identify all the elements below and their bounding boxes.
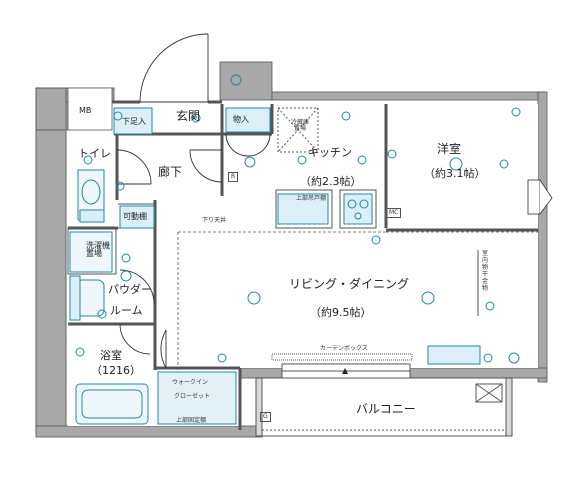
label-kitchen-size: （約2.3帖） <box>300 175 362 188</box>
r-mark-1: R <box>228 172 239 182</box>
g-mark: G <box>260 412 271 422</box>
label-yoshitsu-size: （約3.1帖） <box>424 167 486 180</box>
label-yoshitsu: 洋室 <box>437 142 462 156</box>
label-room-suffix: ルーム <box>110 304 143 317</box>
lowered-ceiling <box>177 231 538 370</box>
light-fixtures <box>75 74 521 364</box>
label-kamado: 上部吊戸棚 <box>296 195 327 202</box>
mb-box <box>67 87 113 131</box>
label-walkin: ウォークイン <box>172 379 209 386</box>
label-bath-size: （1216） <box>91 364 141 377</box>
label-roka: 廊下 <box>158 165 183 179</box>
label-jobu-shuno: 上部固定棚 <box>176 417 207 424</box>
window-right <box>527 179 553 215</box>
label-sagari: 下り天井 <box>202 217 227 224</box>
label-mb: MB <box>79 106 92 115</box>
label-powder: パウダー <box>108 283 152 296</box>
label-living: リビング・ダイニング <box>289 277 410 291</box>
label-living-size: （約9.5帖） <box>310 306 372 319</box>
fixtures <box>69 107 503 425</box>
label-reizoko: 冷蔵庫 置場 <box>290 119 309 132</box>
label-kitchen: キッチン <box>308 146 352 159</box>
mc-mark-1: MC <box>386 208 402 218</box>
doors <box>116 33 271 369</box>
label-geta: 下足入 <box>122 117 146 126</box>
label-genkan: 玄関 <box>176 109 201 123</box>
label-balcony: バルコニー <box>356 402 416 416</box>
label-monoire: 物入 <box>233 115 249 124</box>
label-sentakuki: 洗濯機 置場 <box>86 241 110 258</box>
label-curtain-box: カーテンボックス <box>320 345 368 352</box>
label-yokushitsu: 浴室 <box>100 349 122 362</box>
label-closet: クローゼット <box>174 393 211 400</box>
label-shitsunai-hoshi: 室内物干金物 <box>482 250 489 292</box>
label-kadodana: 可動棚 <box>123 212 147 221</box>
label-toilet: トイレ <box>78 147 111 160</box>
